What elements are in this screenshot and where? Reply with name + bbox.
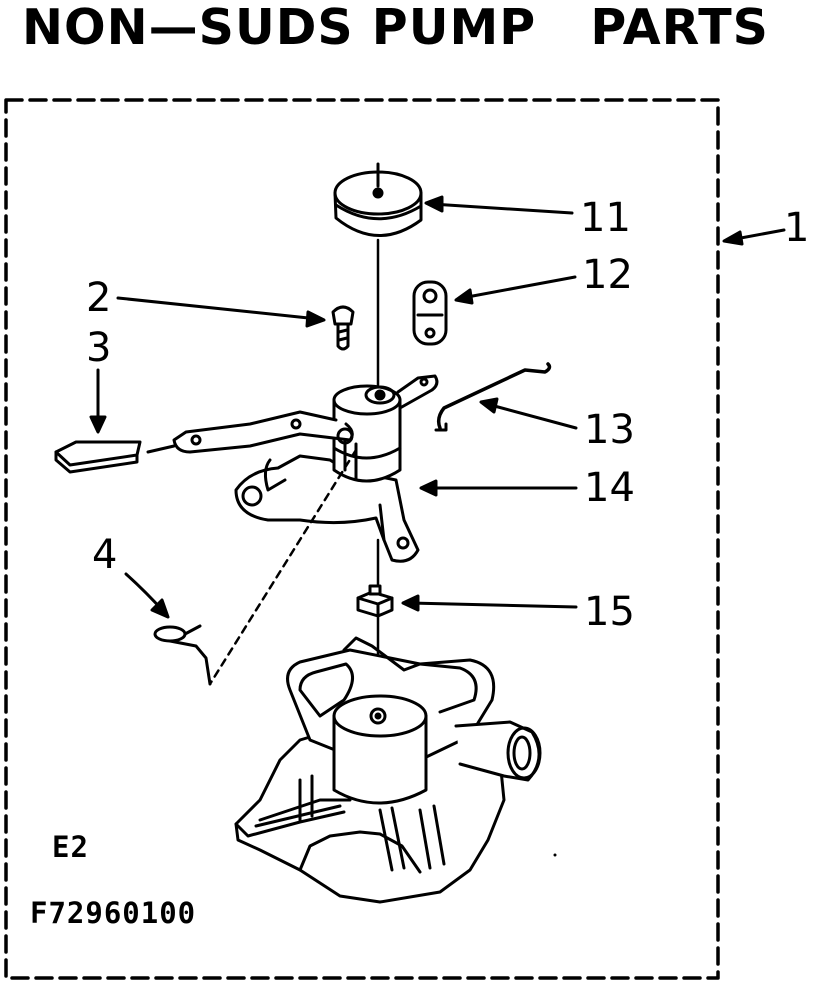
callout-3: 3 — [86, 325, 112, 371]
arrowhead-14 — [419, 479, 438, 497]
arrowhead-11 — [424, 195, 444, 213]
arrowhead-15 — [401, 594, 420, 612]
spring-clip-part-4 — [153, 624, 212, 686]
pulley-part-11 — [333, 162, 423, 237]
arrowhead-2 — [305, 310, 326, 328]
figure-number: F72960100 — [30, 896, 197, 930]
callout-15: 15 — [584, 589, 635, 635]
leader-2 — [116, 296, 320, 321]
section-code: E2 — [52, 830, 89, 864]
arrowhead-13 — [479, 397, 499, 414]
pad-part-3 — [54, 440, 142, 474]
coupling-part-15 — [356, 584, 394, 618]
leader-11 — [430, 202, 574, 215]
callout-14: 14 — [584, 465, 635, 511]
leader-15 — [408, 601, 578, 609]
assembly-boundary — [4, 98, 720, 980]
callout-11: 11 — [580, 195, 631, 241]
callout-4: 4 — [92, 532, 118, 578]
callout-12: 12 — [582, 252, 633, 298]
arrowhead-1 — [722, 230, 744, 246]
diagram-title: NON—SUDS PUMP PARTS — [22, 0, 769, 56]
clip-part-12 — [412, 280, 448, 346]
screw-part-2 — [331, 305, 355, 351]
bracket-part-14 — [146, 374, 439, 563]
arrowhead-3 — [89, 415, 107, 434]
callout-1: 1 — [784, 205, 810, 251]
linkage-path — [208, 448, 358, 686]
callout-13: 13 — [584, 407, 635, 453]
leader-12 — [460, 275, 577, 300]
arrowhead-12 — [454, 288, 474, 305]
callout-2: 2 — [86, 275, 112, 321]
leader-13 — [485, 402, 578, 430]
speck — [553, 853, 557, 857]
leader-lines — [89, 195, 786, 619]
arrowhead-4 — [150, 598, 170, 619]
rod-part-13 — [434, 362, 552, 432]
pump-body — [234, 636, 542, 904]
